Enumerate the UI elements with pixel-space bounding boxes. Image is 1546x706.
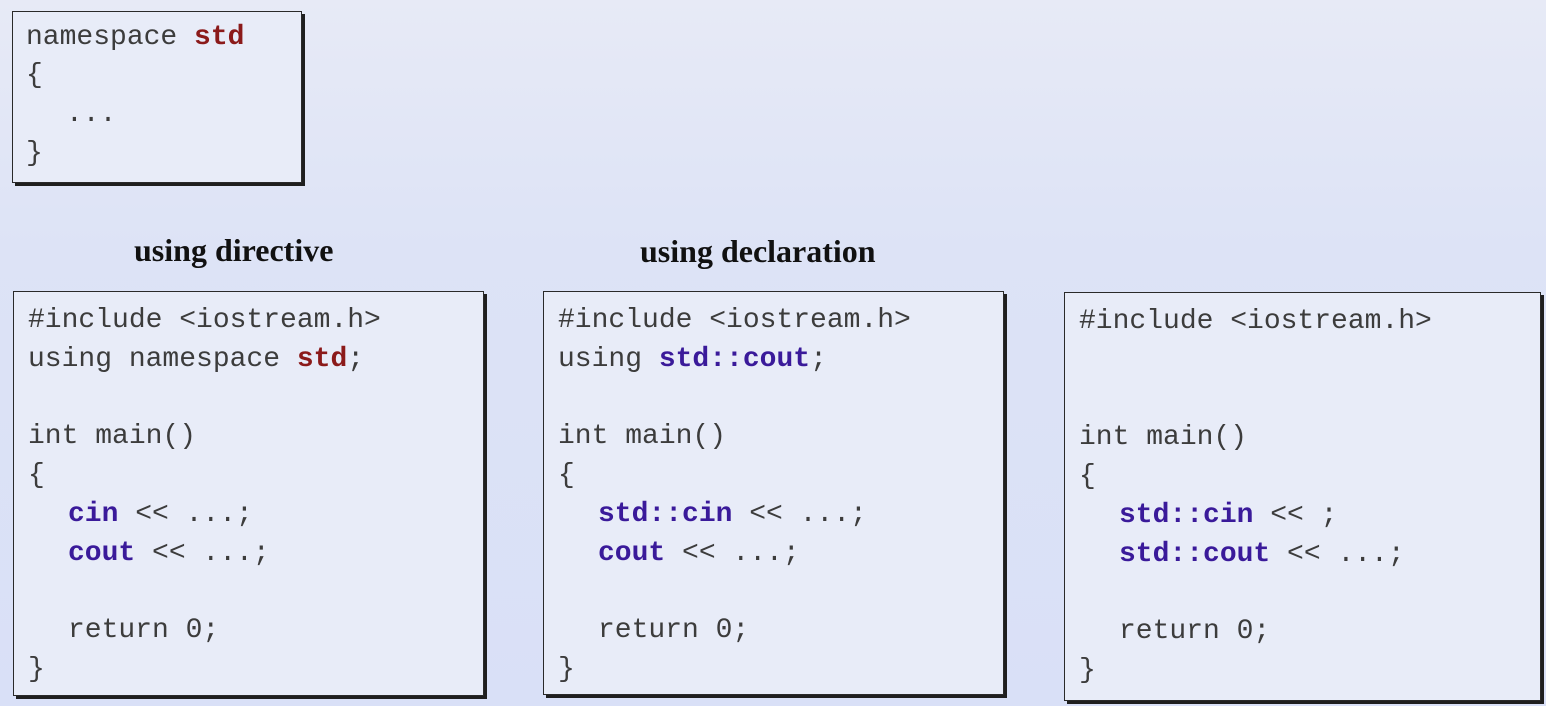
- cin-operator: << ;: [1253, 499, 1338, 531]
- cout-identifier: cout: [598, 537, 666, 569]
- blank-line: [28, 574, 483, 613]
- close-brace: }: [558, 654, 575, 686]
- include-line: #include <iostream.h>: [28, 305, 381, 336]
- cout-operator: << ...;: [665, 537, 800, 569]
- qualified-names-code-box: #include <iostream.h> int main() { std::…: [1064, 292, 1541, 701]
- namespace-ellipsis: ...: [66, 98, 117, 130]
- using-namespace-line: using namespace std;: [28, 341, 483, 380]
- cout-operator: << ...;: [1270, 538, 1405, 570]
- cout-identifier: std::cout: [1119, 538, 1271, 570]
- using-keyword: using namespace: [28, 343, 297, 375]
- cin-operator: << ...;: [118, 498, 253, 530]
- open-brace: {: [558, 460, 575, 492]
- semicolon: ;: [810, 343, 827, 375]
- return-statement: return 0;: [1119, 616, 1271, 648]
- declared-name: std::cout: [658, 343, 811, 375]
- cout-identifier: cout: [68, 537, 136, 569]
- blank-line: [558, 574, 1003, 613]
- namespace-definition-box: namespace std { ... }: [12, 11, 302, 183]
- blank-line: [1079, 575, 1540, 614]
- open-brace: {: [28, 460, 45, 492]
- namespace-name: std: [296, 343, 348, 375]
- blank-line: [558, 380, 1003, 419]
- close-brace: }: [1079, 655, 1096, 687]
- cin-identifier: cin: [68, 498, 119, 530]
- namespace-close-brace: }: [26, 137, 43, 169]
- cin-identifier: std::cin: [1119, 499, 1254, 531]
- namespace-line: namespace std: [26, 19, 301, 58]
- cin-statement: std::cin << ;: [1079, 497, 1540, 536]
- cin-statement: cin << ...;: [28, 496, 483, 535]
- cin-identifier: std::cin: [598, 498, 733, 530]
- open-brace: {: [1079, 461, 1096, 493]
- main-signature: int main(): [28, 421, 197, 453]
- cout-statement: cout << ...;: [28, 535, 483, 574]
- return-statement: return 0;: [68, 615, 220, 647]
- cin-operator: << ...;: [732, 498, 867, 530]
- using-directive-heading: using directive: [134, 232, 334, 268]
- return-statement: return 0;: [598, 615, 750, 647]
- using-declaration-heading: using declaration: [640, 233, 876, 269]
- namespace-keyword: namespace: [26, 22, 195, 53]
- namespace-open-brace: {: [26, 59, 43, 91]
- close-brace: }: [28, 654, 45, 686]
- include-line: #include <iostream.h>: [558, 305, 911, 336]
- semicolon: ;: [347, 343, 365, 375]
- main-signature: int main(): [1079, 422, 1248, 454]
- using-directive-code-box: #include <iostream.h> using namespace st…: [13, 291, 484, 696]
- blank-line: [1079, 381, 1540, 420]
- cout-statement: std::cout << ...;: [1079, 536, 1540, 575]
- using-declaration-code-box: #include <iostream.h> using std::cout; i…: [543, 291, 1004, 695]
- blank-line: [28, 380, 483, 419]
- cin-statement: std::cin << ...;: [558, 496, 1003, 535]
- main-signature: int main(): [558, 421, 727, 453]
- cout-statement: cout << ...;: [558, 535, 1003, 574]
- namespace-name: std: [194, 22, 245, 53]
- include-line: #include <iostream.h>: [1079, 306, 1432, 337]
- blank-line: [1079, 342, 1540, 381]
- cout-operator: << ...;: [135, 537, 270, 569]
- using-keyword: using: [558, 343, 659, 375]
- using-declaration-line: using std::cout;: [558, 341, 1003, 380]
